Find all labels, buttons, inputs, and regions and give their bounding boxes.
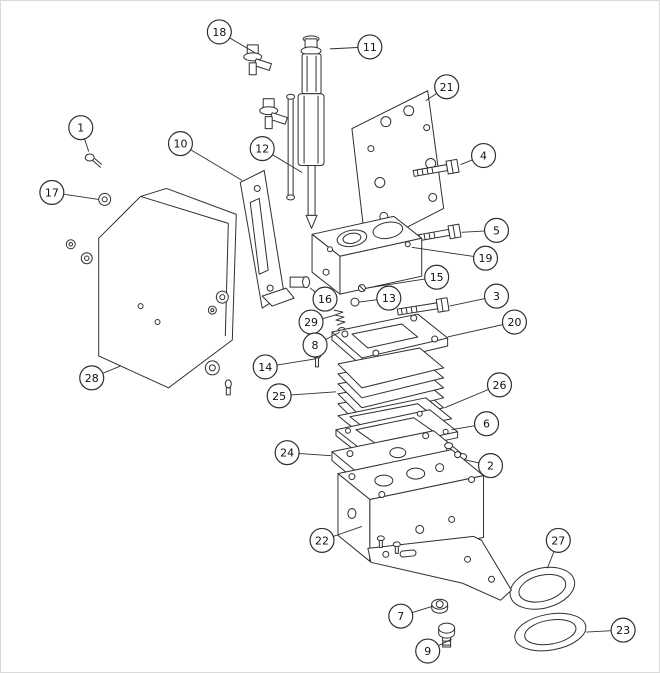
callout-9: 9 (415, 638, 441, 664)
part-bolt-5 (414, 223, 462, 242)
part-bolt-3 (396, 297, 450, 316)
callout-label: 16 (318, 293, 332, 306)
callout-24: 24 (274, 440, 300, 466)
callout-label: 13 (382, 292, 396, 305)
callout-label: 28 (85, 372, 99, 385)
part-cover (98, 187, 237, 389)
callout-10: 10 (167, 131, 194, 157)
callout-16: 16 (312, 286, 338, 312)
callout-label: 5 (493, 224, 500, 237)
callout-label: 11 (363, 41, 377, 54)
part-ball-13 (350, 297, 360, 307)
callout-23: 23 (610, 617, 636, 643)
callout-label: 22 (315, 534, 329, 547)
part-mount-bracket (367, 535, 512, 601)
callout-label: 17 (45, 186, 59, 199)
callout-label: 8 (312, 339, 319, 352)
part-screw-1 (84, 153, 103, 168)
callout-14: 14 (252, 354, 278, 380)
callout-11: 11 (357, 34, 383, 60)
callout-13: 13 (376, 285, 402, 311)
callout-label: 7 (397, 610, 404, 623)
callout-label: 19 (479, 252, 493, 265)
callout-label: 10 (173, 138, 187, 151)
callout-label: 14 (258, 361, 272, 374)
callout-21: 21 (434, 74, 460, 100)
callout-label: 21 (440, 81, 454, 94)
callout-17: 17 (39, 179, 65, 205)
callout-2: 2 (477, 453, 504, 479)
callout-label: 20 (507, 316, 521, 329)
callout-label: 9 (424, 645, 431, 658)
part-valve-frame (331, 313, 449, 367)
callout-29: 29 (298, 309, 324, 335)
callout-label: 23 (616, 624, 630, 637)
callout-label: 15 (430, 271, 444, 284)
callout-label: 25 (272, 390, 286, 403)
callout-18: 18 (206, 19, 232, 45)
part-washer-17 (98, 192, 112, 206)
callout-label: 27 (551, 534, 565, 547)
callout-1: 1 (68, 115, 94, 141)
part-ring-23 (514, 612, 587, 652)
callout-label: 4 (480, 150, 487, 163)
callout-27: 27 (545, 527, 571, 553)
callout-26: 26 (486, 372, 513, 398)
callout-4: 4 (470, 142, 497, 169)
part-manifold-block (311, 215, 423, 295)
part-back-plate (351, 90, 445, 249)
callout-5: 5 (483, 217, 510, 243)
part-bolt-4 (412, 158, 460, 177)
callout-12: 12 (249, 136, 275, 162)
callout-6: 6 (473, 411, 500, 437)
part-washers-mid (204, 290, 232, 396)
part-air-fitting-top (243, 44, 272, 76)
callout-label: 6 (483, 418, 490, 431)
callout-22: 22 (309, 527, 335, 553)
callout-8: 8 (302, 332, 328, 358)
callout-label: 12 (255, 143, 269, 156)
callout-label: 2 (487, 460, 494, 473)
callout-28: 28 (79, 365, 105, 391)
part-washers-left (65, 239, 93, 265)
callout-19: 19 (472, 245, 499, 271)
callout-15: 15 (424, 264, 450, 290)
callout-label: 26 (493, 379, 507, 392)
callout-label: 1 (77, 122, 84, 135)
callout-label: 24 (280, 447, 294, 460)
part-nut-7 (431, 598, 449, 614)
callouts: 18 11 21 1 10 12 4 17 5 19 15 16 13 3 29… (39, 19, 636, 664)
callout-25: 25 (266, 383, 292, 409)
part-cylinder-assembly (286, 35, 325, 229)
part-ring-27 (509, 566, 576, 610)
callout-20: 20 (501, 309, 528, 335)
part-spring-29 (333, 309, 346, 326)
callout-label: 29 (304, 316, 318, 329)
part-air-fitting-lower (259, 98, 288, 130)
callout-3: 3 (483, 283, 510, 309)
part-bolt-9 (438, 622, 456, 648)
callout-7: 7 (388, 603, 414, 629)
part-plunger-15 (357, 284, 366, 293)
callout-label: 18 (212, 26, 226, 39)
part-bracket (239, 170, 311, 309)
callout-label: 3 (493, 290, 500, 303)
